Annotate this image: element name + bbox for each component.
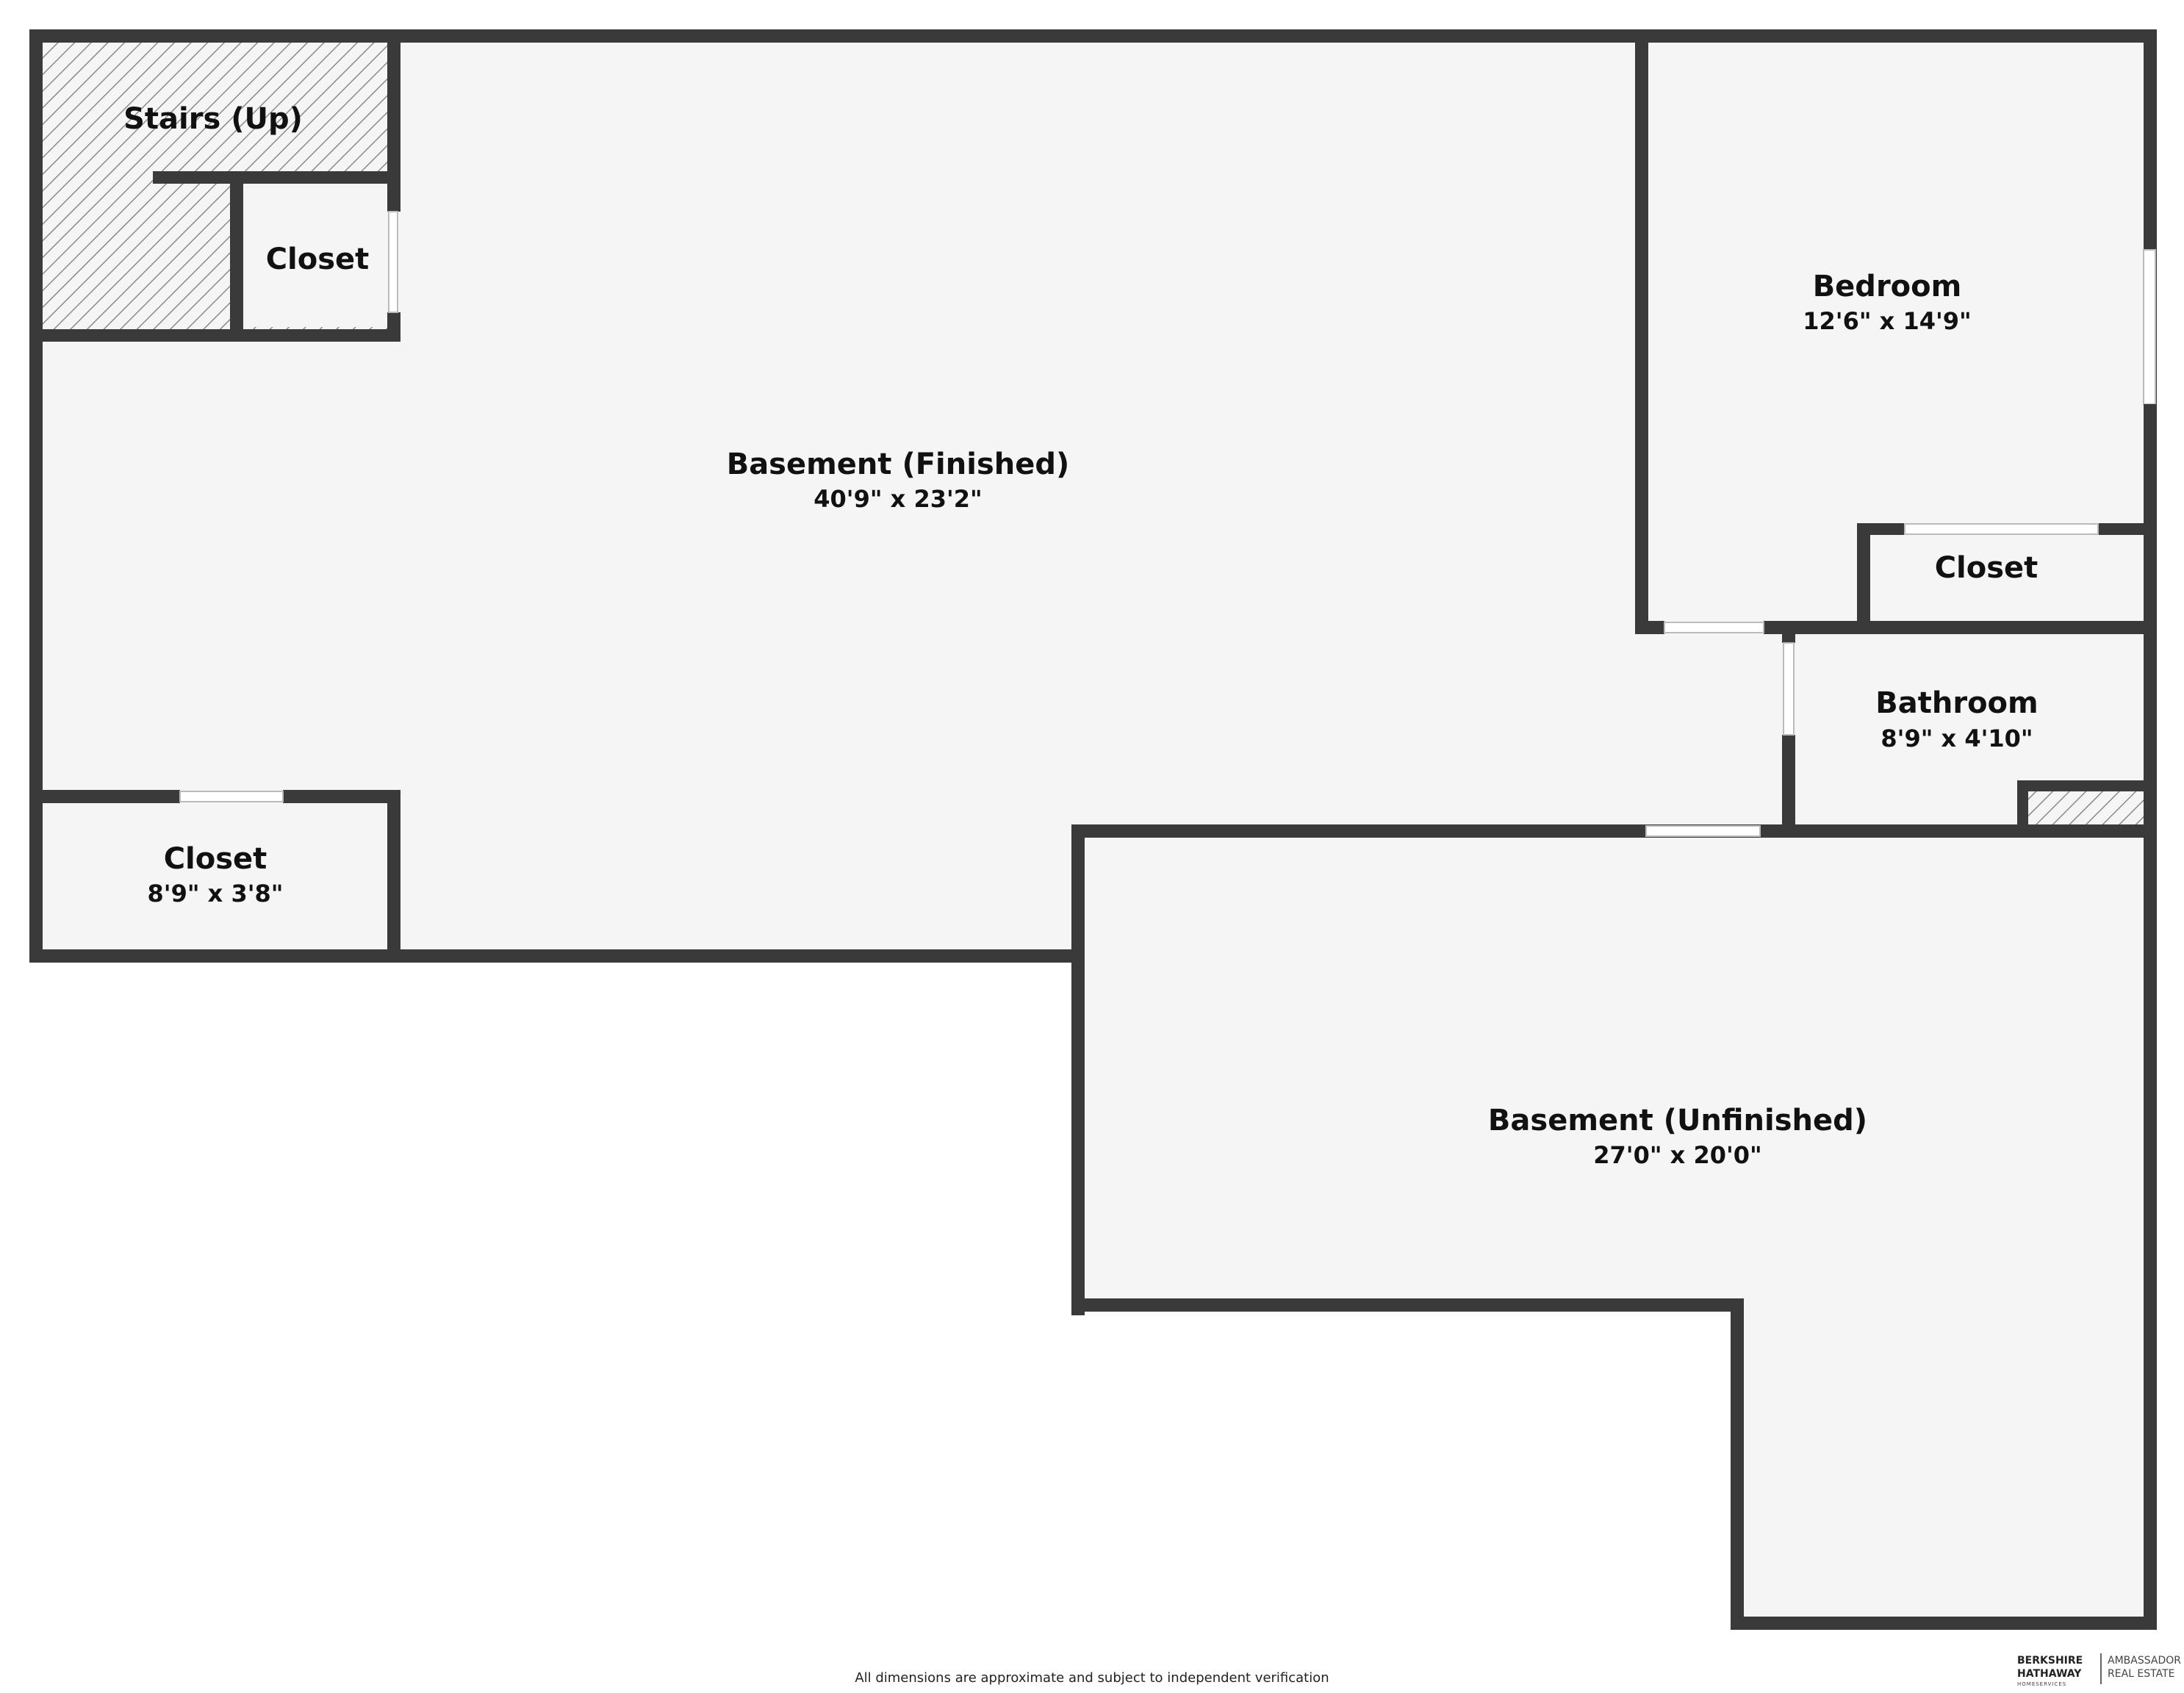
wall-bedroom-right-top [2144,29,2157,250]
dim-bathroom: 8'9" x 4'10" [1881,725,2033,752]
wall-unfinished-notch [1731,1298,1744,1630]
label-bedroom: Bedroom [1813,270,1962,303]
label-basement-finished: Basement (Finished) [727,447,1070,481]
dim-bedroom: 12'6" x 14'9" [1803,307,1971,335]
logo-alt-1: AMBASSADOR [2108,1655,2181,1667]
bathroom-hatch [2028,791,2146,824]
wall-stairs-bottom [29,329,400,342]
dim-basement-unfinished: 27'0" x 20'0" [1593,1141,1761,1169]
wall-unfinished-bottom [1731,1617,2157,1630]
wall-bath-left-a [1782,621,1795,643]
wall-bottom-left [29,949,1080,963]
label-basement-unfinished: Basement (Unfinished) [1488,1104,1867,1137]
dim-basement-finished: 40'9" x 23'2" [813,485,982,513]
logo-line-3: HOMESERVICES [2017,1681,2066,1687]
floor-unfinished-area [1077,830,2151,1622]
wall-unfinished-lower [1071,1298,1744,1312]
wall-bcloset-top-a [1857,523,1905,535]
wall-lower-closet-top-a [29,790,180,803]
logo-line-1: BERKSHIRE [2017,1655,2083,1667]
window-bedroom [2143,249,2156,405]
wall-left [29,29,43,963]
wall-bath-hatch-left [2017,780,2028,838]
door-bedroom-closet [1904,523,2099,535]
floor-upper-area [32,35,2151,955]
logo-alt-2: REAL ESTATE [2108,1668,2175,1680]
room-labels: Stairs (Up) Closet Basement (Finished) 4… [123,102,2038,1169]
door-bedroom [1664,622,1764,633]
logo-divider [2100,1653,2102,1684]
door-lower-closet [179,791,284,802]
wall-lower-closet-top-b [283,790,400,803]
wall-bedroom-right-lower [2144,404,2157,529]
brand-logo: BERKSHIRE HATHAWAY HOMESERVICES AMBASSAD… [2017,1653,2181,1687]
wall-lower-closet-right [387,790,400,963]
logo-line-2: HATHAWAY [2017,1668,2082,1680]
wall-bcloset-top-b [2098,523,2157,535]
dim-lower-closet: 8'9" x 3'8" [148,880,284,907]
wall-stairs-right [387,29,400,212]
label-bathroom: Bathroom [1875,686,2038,720]
wall-bath-bottom-a [1760,824,2157,838]
wall-bath-hatch-top [2017,780,2157,791]
wall-bcloset-left [1857,523,1870,634]
wall-step-vertical [1071,824,1085,1315]
door-bathroom [1783,642,1795,736]
wall-bedroom-left [1635,29,1648,634]
wall-bath-left-b [1782,735,1795,838]
wall-stairs-mid [153,171,400,184]
stairs-closet-floor [243,180,391,327]
label-lower-closet: Closet [164,842,267,876]
floor-fills [32,35,2151,1622]
wall-top [29,29,2157,43]
wall-bedroom-bottom-a [1635,621,1664,634]
walls [29,29,2157,1630]
label-stairs-closet: Closet [266,242,370,276]
wall-bedroom-bottom-b [1764,621,2157,634]
door-unfinished [1645,825,1761,837]
wall-closet-left [230,171,243,342]
openings [179,211,2156,837]
door-stairs-closet [388,211,398,313]
label-bedroom-closet: Closet [1935,551,2038,585]
disclaimer-text: All dimensions are approximate and subje… [855,1670,1329,1686]
label-stairs: Stairs (Up) [123,102,303,136]
